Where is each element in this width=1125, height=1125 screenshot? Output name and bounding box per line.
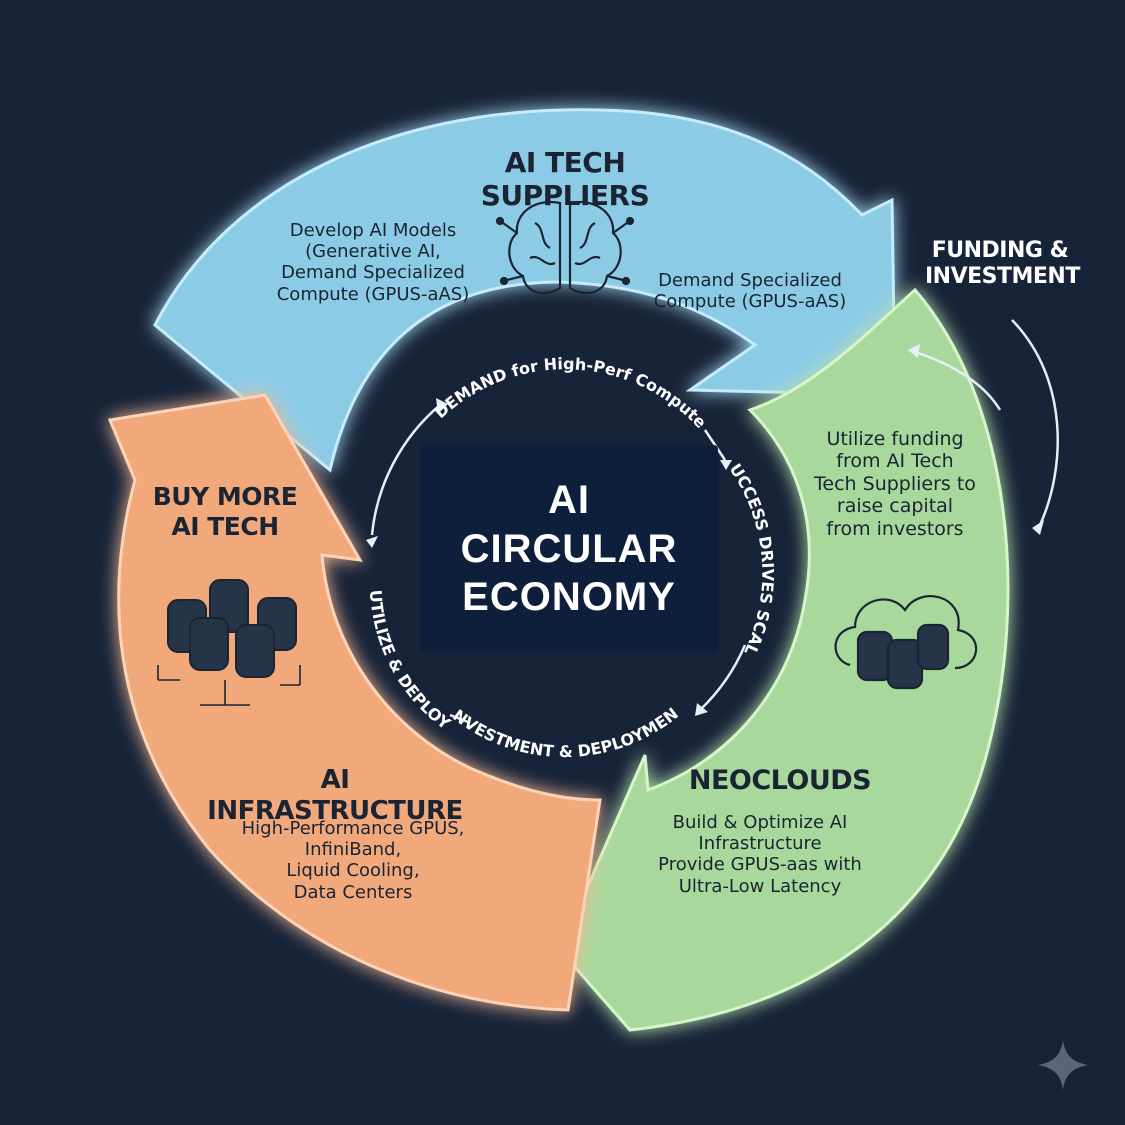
neoclouds-body: Build & Optimize AI Infrastructure Provi…: [640, 812, 880, 897]
suppliers-arrow-segment: [153, 108, 897, 473]
neoclouds-top-text: Utilize funding from AI Tech Tech Suppli…: [800, 428, 990, 540]
neoclouds-body-line-2: Infrastructure: [698, 833, 822, 855]
funding-line-1: FUNDING &: [931, 238, 1069, 263]
brain-icon: [495, 200, 635, 295]
funding-arrowhead-left: [908, 344, 920, 358]
center-title-line-1: AI: [548, 477, 590, 522]
infrastructure-body-line-3: Liquid Cooling,: [286, 860, 420, 882]
sparkle-icon: [1038, 1040, 1088, 1090]
neoclouds-arrow-segment: [558, 287, 1010, 1032]
infrastructure-top-line-1: BUY MORE: [152, 482, 298, 511]
infrastructure-top-line-2: AI TECH: [171, 511, 279, 541]
cloud-database-icon: [834, 595, 978, 690]
suppliers-left-line-1: Develop AI Models: [289, 220, 457, 241]
inner-ring-arrowheads: [366, 398, 732, 716]
center-title-line-3: ECONOMY: [462, 575, 676, 620]
suppliers-right-line-1: Demand Specialized: [658, 270, 842, 291]
suppliers-left-line-3: Demand Specialized: [281, 262, 465, 284]
inner-ring-arrows: [370, 404, 747, 724]
center-title-line-2: CIRCULAR: [460, 526, 678, 571]
neoclouds-top-line-2: from AI Tech: [836, 450, 954, 473]
neoclouds-top-line-3: Tech Suppliers to: [814, 472, 976, 495]
funding-investment-label: FUNDING & INVESTMENT: [925, 238, 1080, 290]
infrastructure-body-line-2: InfiniBand,: [304, 839, 402, 861]
neoclouds-body-line-3: Provide GPUS-aas with: [658, 854, 862, 876]
server-stack-icon: [157, 579, 301, 706]
infrastructure-body-line-1: High-Performance GPUS,: [241, 818, 465, 839]
center-title-box: AI CIRCULAR ECONOMY: [420, 445, 718, 653]
neoclouds-title: NEOCLOUDS: [688, 765, 872, 796]
neoclouds-top-line-5: from investors: [826, 517, 964, 540]
neoclouds-top-line-1: Utilize funding: [826, 428, 964, 450]
suppliers-left-line-2: (Generative AI,: [305, 241, 441, 263]
infrastructure-arrow-segment: [107, 393, 602, 1012]
infrastructure-body: High-Performance GPUS, InfiniBand, Liqui…: [228, 818, 478, 903]
funding-arrow: [914, 319, 1059, 526]
suppliers-title: AI TECH SUPPLIERS: [480, 146, 650, 213]
infrastructure-top-text: BUY MORE AI TECH: [140, 482, 310, 541]
infrastructure-title: AI INFRASTRUCTURE: [207, 765, 463, 826]
infrastructure-body-line-4: Data Centers: [293, 881, 413, 903]
neoclouds-top-line-4: raise capital: [836, 495, 954, 518]
suppliers-right-line-2: Compute (GPUS-aAS): [653, 291, 847, 313]
suppliers-right-text: Demand Specialized Compute (GPUS-aAS): [650, 270, 850, 312]
suppliers-left-text: Develop AI Models (Generative AI, Demand…: [268, 220, 478, 305]
neoclouds-body-line-4: Ultra-Low Latency: [678, 875, 842, 897]
funding-line-2: INVESTMENT: [925, 263, 1080, 289]
neoclouds-body-line-1: Build & Optimize AI: [672, 812, 848, 833]
funding-arrowhead-down: [1032, 520, 1044, 535]
suppliers-left-line-4: Compute (GPUS-aAS): [276, 283, 470, 305]
ring-label-top: DEMAND for High-Perf Compute: [431, 354, 711, 432]
